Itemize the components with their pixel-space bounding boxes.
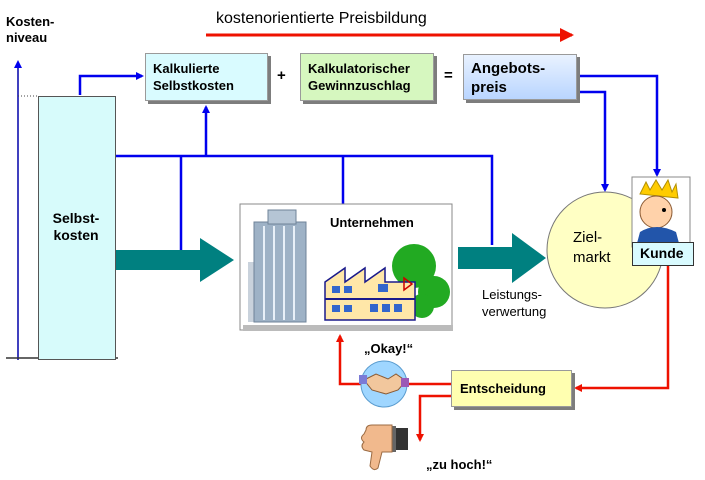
company-illustration bbox=[239, 203, 453, 331]
input-arrow bbox=[116, 238, 234, 282]
customer-to-decision-connector bbox=[574, 265, 670, 392]
cost-column-label: Selbst- kosten bbox=[52, 210, 100, 243]
bus-line bbox=[116, 154, 494, 245]
column-to-calc-connector bbox=[78, 72, 144, 95]
profit-box: Kalkulatorischer Gewinnzuschlag bbox=[300, 53, 434, 101]
price-to-market-connector bbox=[577, 90, 609, 192]
customer-portrait-icon bbox=[631, 176, 691, 248]
too-high-label: „zu hoch!“ bbox=[426, 457, 493, 472]
okay-label: „Okay!“ bbox=[364, 341, 414, 356]
plus-sign: + bbox=[277, 67, 286, 84]
cost-column bbox=[38, 96, 116, 360]
company-label: Unternehmen bbox=[330, 215, 414, 230]
handshake-icon bbox=[359, 360, 409, 408]
price-to-customer-connector bbox=[577, 74, 661, 177]
decision-to-reject-connector bbox=[416, 394, 451, 442]
decision-to-okay-connector bbox=[336, 334, 451, 386]
target-market-label: Ziel- markt bbox=[573, 229, 611, 266]
y-axis-label: Kosten- niveau bbox=[6, 14, 55, 45]
decision-box: Entscheidung bbox=[451, 370, 572, 407]
output-arrow bbox=[458, 233, 546, 283]
customer-label: Kunde bbox=[640, 245, 684, 261]
performance-label: Leistungs- verwertung bbox=[482, 287, 547, 319]
price-box: Angebots- preis bbox=[463, 54, 577, 100]
thumbs-down-icon bbox=[361, 424, 408, 471]
customer-badge bbox=[632, 242, 694, 266]
calc-cost-box: Kalkulierte Selbstkosten bbox=[145, 53, 268, 101]
equals-sign: = bbox=[444, 67, 453, 84]
header-label: kostenorientierte Preisbildung bbox=[216, 10, 427, 27]
